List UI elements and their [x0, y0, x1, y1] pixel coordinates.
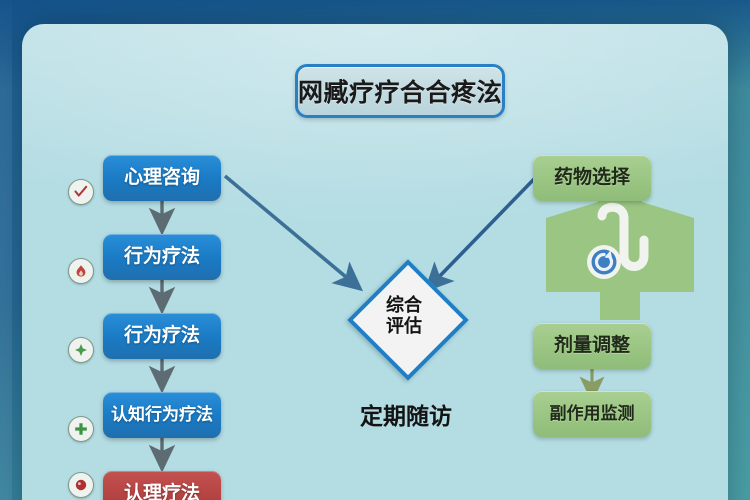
bullet-alert-icon	[68, 472, 94, 498]
followup-caption: 定期随访	[360, 403, 452, 429]
node-dose-adjustment[interactable]: 剂量调整	[533, 323, 651, 369]
bullet-check-icon	[68, 179, 94, 205]
node-label: 认知行为疗法	[111, 404, 213, 424]
node-behavior-therapy-1[interactable]: 行为疗法	[103, 234, 221, 280]
bullet-plus-icon	[68, 416, 94, 442]
check-icon	[74, 185, 88, 197]
node-medication-selection[interactable]: 药物选择	[533, 155, 651, 201]
flame-icon	[76, 265, 86, 277]
node-label: 行为疗法	[123, 324, 200, 346]
page-title: 网臧疗疗合合疼泫	[298, 79, 503, 107]
node-comprehensive-assessment[interactable]	[347, 259, 469, 381]
node-behavior-therapy-2[interactable]: 行为疗法	[103, 313, 221, 359]
node-label: 认理疗法	[123, 482, 200, 500]
medication-illustration	[546, 200, 694, 320]
node-psychological-counseling[interactable]: 心理咨询	[103, 155, 221, 201]
node-label: 行为疗法	[123, 245, 200, 267]
arrow-medication-to-assessment	[423, 174, 539, 293]
diagram-title-box: 网臧疗疗合合疼泫	[295, 64, 505, 118]
node-rational-therapy[interactable]: 认理疗法	[103, 471, 221, 500]
node-label: 药物选择	[553, 166, 630, 188]
bullet-flame-icon	[68, 258, 94, 284]
alert-icon	[75, 479, 87, 491]
node-side-effect-monitoring[interactable]: 副作用监测	[533, 391, 651, 437]
plus-icon	[75, 423, 87, 435]
bullet-clover-icon	[68, 337, 94, 363]
arrow-counseling-to-assessment	[223, 174, 364, 292]
clover-icon	[75, 344, 87, 356]
node-label: 心理咨询	[123, 166, 200, 188]
node-cognitive-behavior-therapy[interactable]: 认知行为疗法	[103, 392, 221, 438]
node-label: 剂量调整	[553, 334, 630, 356]
diagram-card: 网臧疗疗合合疼泫	[22, 24, 728, 500]
node-label: 副作用监测	[549, 403, 635, 423]
